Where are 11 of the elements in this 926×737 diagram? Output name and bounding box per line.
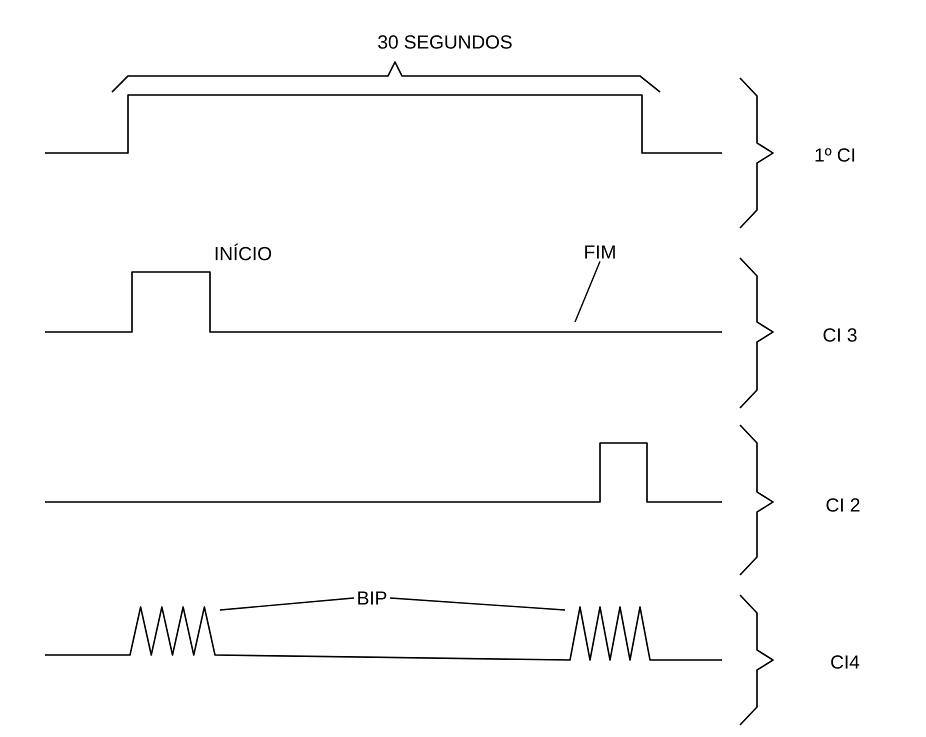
label: INÍCIO [216,244,272,260]
label: CI 3 [824,328,857,342]
label: 1º CI [816,148,854,162]
label: CI4 [831,655,860,669]
text-label: FIM [585,245,615,259]
leader-line [390,597,566,611]
text-label: BIP [358,591,386,605]
leader-line [574,261,601,322]
label: CI 2 [826,498,860,512]
label: 30 SEGUNDOS [378,35,512,49]
leader-line [220,597,354,611]
